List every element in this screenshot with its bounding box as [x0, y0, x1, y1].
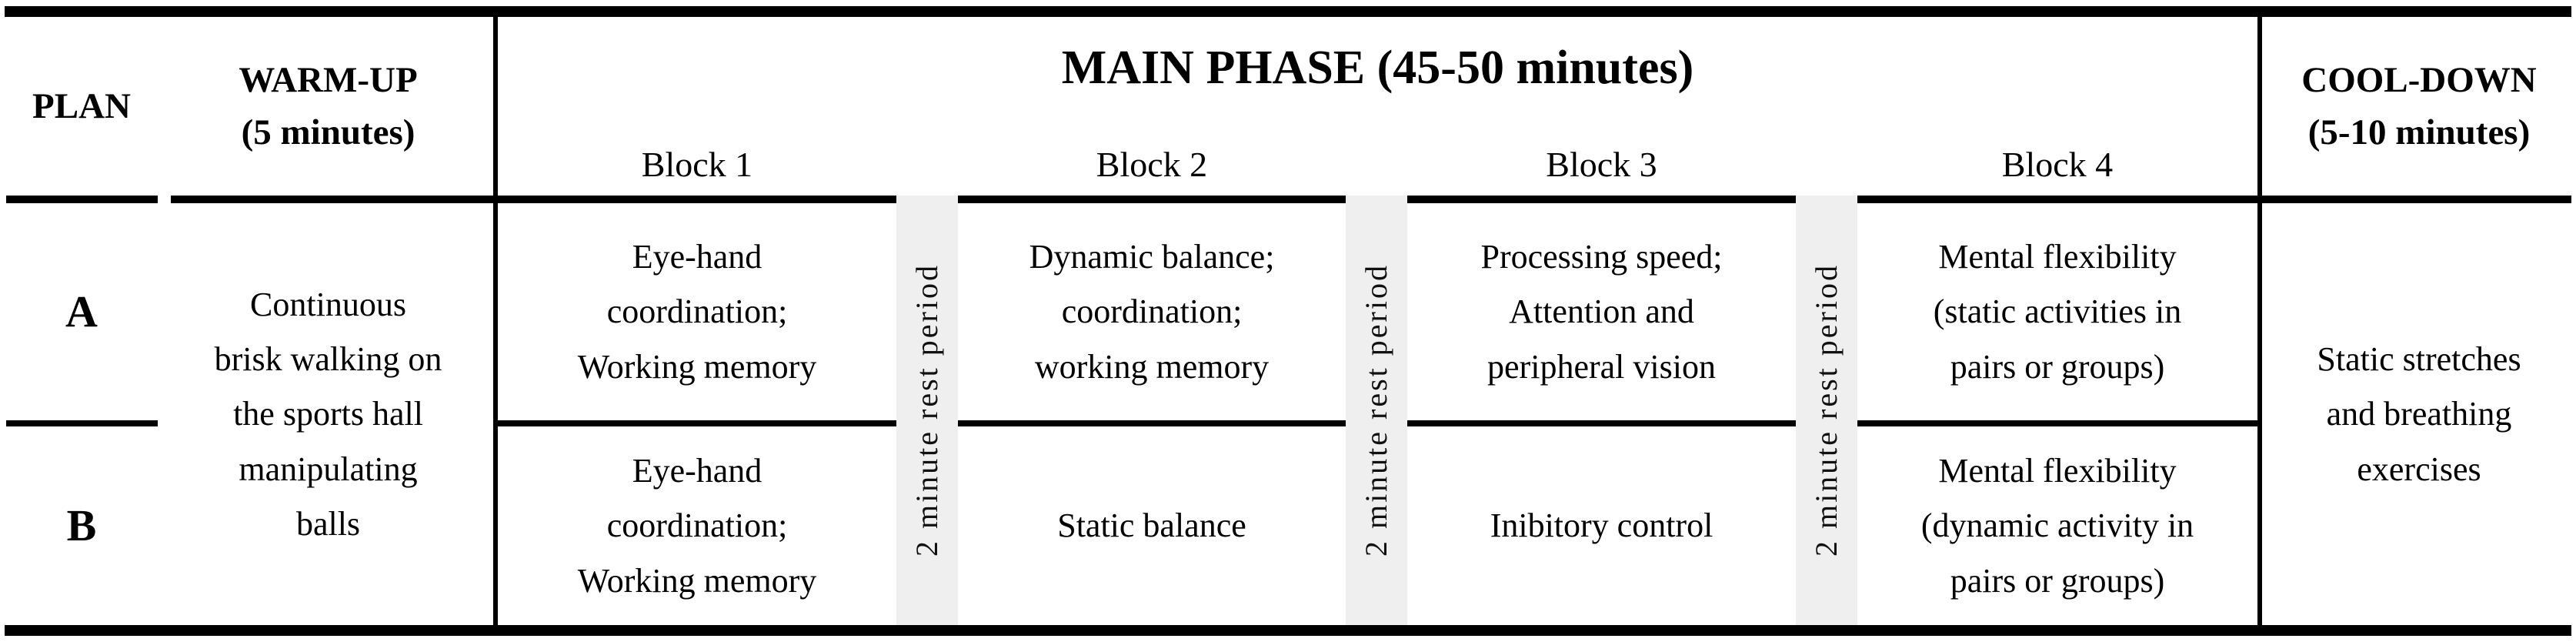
plan-b-cell: B	[66, 500, 97, 550]
row-separator	[958, 420, 1346, 426]
block-4-header-cell: Block 4	[2001, 145, 2114, 184]
row-separator	[1407, 420, 1796, 426]
header-underline	[1857, 196, 2257, 203]
plan-a-cell: A	[65, 286, 98, 336]
rest-period-label: 2 minute rest period	[1809, 263, 1844, 557]
rest-strip-3: 2 minute rest period	[1796, 196, 1857, 625]
header-underline	[2262, 196, 2571, 203]
row-separator	[6, 420, 158, 426]
row-separator	[498, 420, 896, 426]
warmup-main-divider	[493, 8, 498, 634]
warmup-header-cell: WARM-UP (5 minutes)	[239, 59, 418, 152]
header-underline	[6, 196, 158, 203]
header-underline	[498, 196, 896, 203]
plan-header-cell: PLAN	[32, 85, 131, 126]
cell-b-block3: Inibitory control	[1490, 507, 1713, 545]
header-underline	[1407, 196, 1796, 203]
main-phase-header-cell: MAIN PHASE (45-50 minutes)	[1061, 42, 1694, 94]
cell-b-block2: Static balance	[1057, 507, 1246, 545]
bottom-border	[5, 625, 2571, 636]
row-separator	[1857, 420, 2257, 426]
rest-period-label: 2 minute rest period	[1359, 263, 1393, 557]
header-underline	[958, 196, 1346, 203]
block-2-header-cell: Block 2	[1096, 145, 1208, 184]
block-3-header-cell: Block 3	[1546, 145, 1657, 184]
rest-strip-2: 2 minute rest period	[1346, 196, 1407, 625]
main-cooldown-divider	[2257, 8, 2262, 634]
rest-strip-1: 2 minute rest period	[896, 196, 958, 625]
cell-b-block4: Mental flexibility (dynamic activity in …	[1920, 452, 2194, 600]
cell-a-block1: Eye-hand coordination; Working memory	[577, 238, 817, 386]
block-1-header-cell: Block 1	[641, 145, 753, 184]
header-underline	[171, 196, 493, 203]
warmup-activity-cell: Continuous brisk walking on the sports h…	[214, 285, 442, 543]
cell-a-block4: Mental flexibility (static activities in…	[1933, 238, 2182, 386]
cell-b-block1: Eye-hand coordination; Working memory	[577, 452, 817, 600]
cooldown-header-cell: COOL-DOWN (5-10 minutes)	[2301, 59, 2537, 152]
cell-a-block2: Dynamic balance; coordination; working m…	[1029, 238, 1275, 386]
top-border	[5, 6, 2571, 17]
rest-period-label: 2 minute rest period	[909, 263, 944, 557]
cooldown-activity-cell: Static stretches and breathing exercises	[2317, 340, 2521, 488]
cell-a-block3: Processing speed; Attention and peripher…	[1480, 238, 1723, 386]
